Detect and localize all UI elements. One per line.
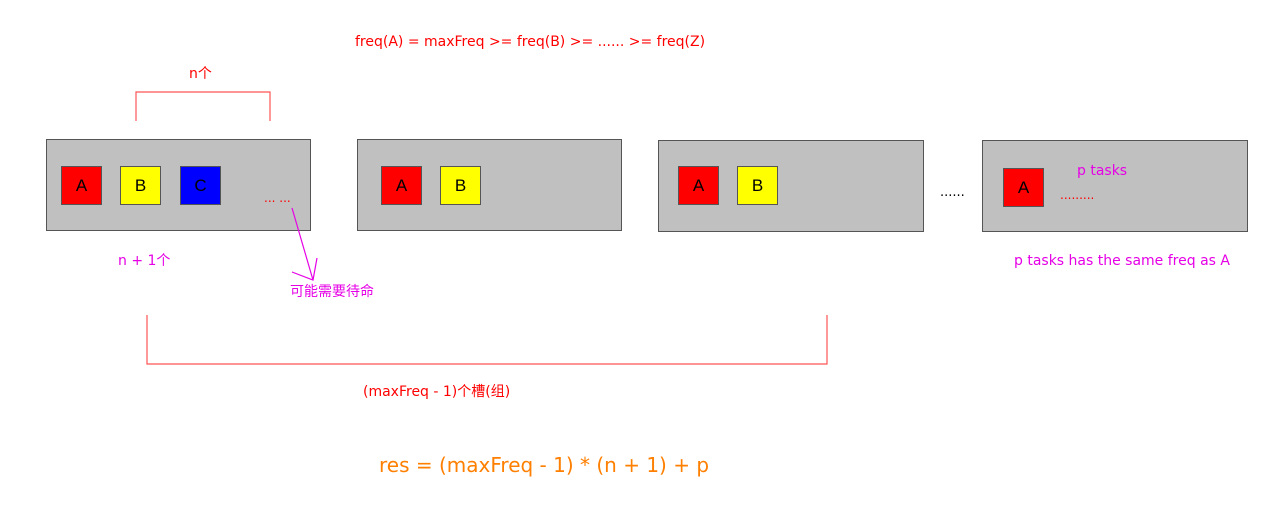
task-A: A bbox=[381, 166, 422, 205]
idle-slots-ellipsis: ... ... bbox=[264, 191, 291, 205]
task-A: A bbox=[61, 166, 102, 205]
n-label: n个 bbox=[189, 66, 212, 82]
task-B: B bbox=[120, 166, 161, 205]
task-B: B bbox=[440, 166, 481, 205]
task-B: B bbox=[737, 166, 778, 205]
idle-annotation: 可能需要待命 bbox=[290, 284, 374, 300]
slots-bracket bbox=[146, 315, 828, 365]
task-A: A bbox=[1003, 168, 1044, 207]
group-1: A B C ... ... bbox=[46, 139, 311, 231]
group-2: A B bbox=[357, 139, 622, 231]
n-bracket bbox=[135, 91, 271, 121]
result-formula: res = (maxFreq - 1) * (n + 1) + p bbox=[379, 453, 710, 477]
freq-order-formula: freq(A) = maxFreq >= freq(B) >= ...... >… bbox=[355, 34, 706, 50]
n-plus-one-label: n + 1个 bbox=[118, 253, 171, 269]
group-last: A p tasks ......... bbox=[982, 140, 1248, 232]
p-tasks-caption: p tasks has the same freq as A bbox=[1014, 253, 1230, 269]
task-A: A bbox=[678, 166, 719, 205]
task-C: C bbox=[180, 166, 221, 205]
p-tasks-ellipsis: ......... bbox=[1060, 188, 1095, 202]
p-tasks-label: p tasks bbox=[1077, 163, 1128, 179]
groups-ellipsis: ...... bbox=[940, 185, 965, 200]
slots-label: (maxFreq - 1)个槽(组) bbox=[363, 384, 511, 400]
group-3: A B bbox=[658, 140, 924, 232]
idle-arrow-head bbox=[291, 257, 318, 281]
